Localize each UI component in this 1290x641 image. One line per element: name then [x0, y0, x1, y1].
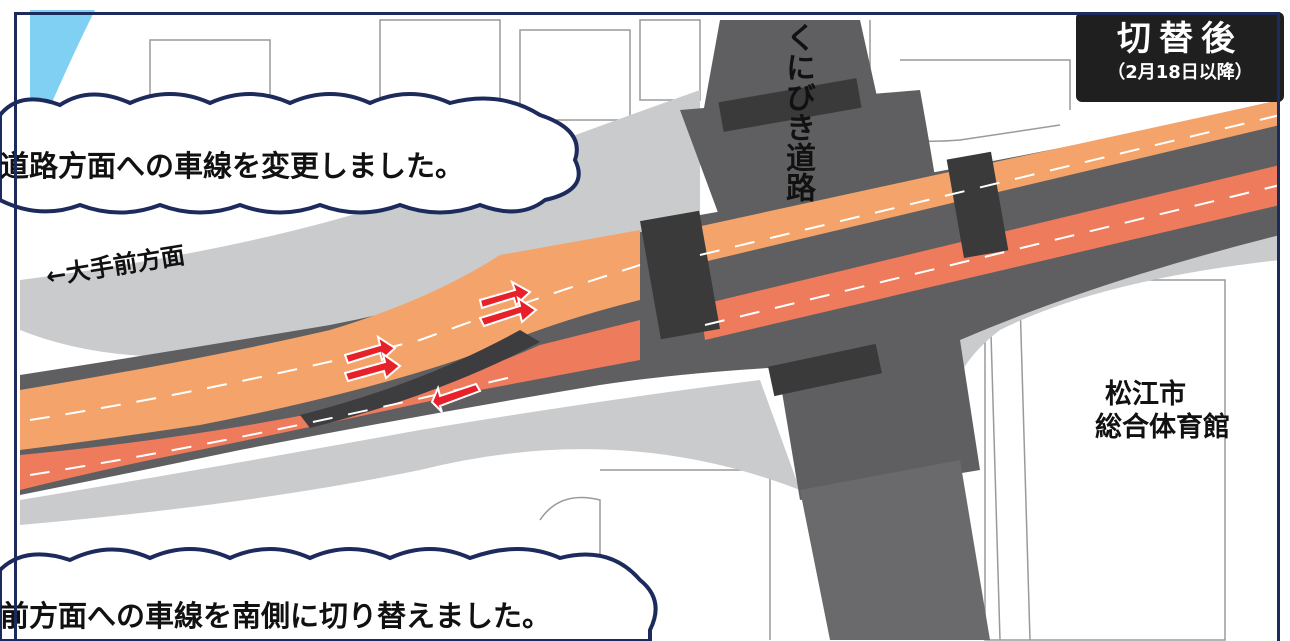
badge-subtitle: （2月18日以降） — [1107, 62, 1253, 83]
hatched-median — [300, 330, 540, 428]
lane-dashes — [29, 114, 1281, 476]
status-badge: 切替後 （2月18日以降） — [1076, 12, 1284, 102]
south-road-segment — [800, 460, 990, 640]
gym-label-line1: 松江市 — [1105, 379, 1186, 410]
gym-label-line2: 総合体育館 — [1095, 412, 1230, 443]
road-label-kunibiki: くにびき道路 — [780, 22, 815, 202]
turn-arrows — [343, 279, 538, 413]
red-lane-west — [20, 320, 640, 490]
crosswalks — [640, 78, 1009, 397]
callout-text-top: 道路方面への車線を変更しました。 — [0, 149, 465, 183]
south-sidewalk — [20, 380, 800, 525]
callout-cloud-bottom — [0, 547, 658, 641]
callout-cloud-top — [0, 92, 581, 215]
badge-title: 切替後 — [1117, 19, 1243, 59]
callout-text-bottom: 前方面への車線を南側に切り替えました。 — [0, 599, 552, 633]
